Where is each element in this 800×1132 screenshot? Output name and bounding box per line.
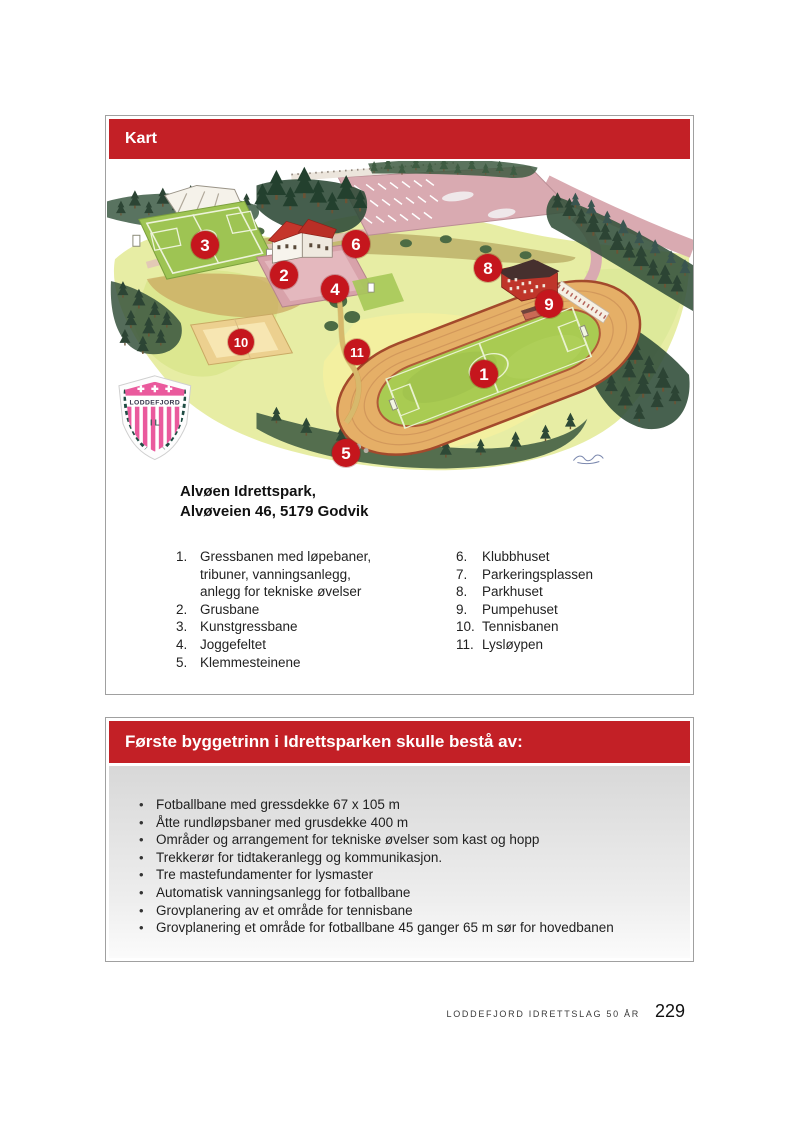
klubbhuset-building bbox=[267, 218, 337, 264]
legend-item-number: 7. bbox=[456, 566, 468, 582]
legend-item: 3. Kunstgressbane bbox=[176, 618, 456, 636]
legend-item-number: 2. bbox=[176, 601, 188, 617]
map-legend: 1. Gressbanen med løpebaner, tribuner, v… bbox=[176, 548, 593, 671]
map-marker: 6 bbox=[342, 230, 370, 258]
legend-item-text: Tennisbanen bbox=[482, 619, 559, 635]
crest-text: LODDEFJORD bbox=[130, 400, 181, 407]
byggetrinn-item: Grovplanering et område for fotballbane … bbox=[137, 919, 670, 937]
legend-item-text: Joggefeltet bbox=[200, 636, 267, 652]
byggetrinn-item: Trekkerør for tidtakeranlegg og kommunik… bbox=[137, 849, 670, 867]
byggetrinn-item: Områder og arrangement for tekniske øvel… bbox=[137, 831, 670, 849]
legend-item: 9. Pumpehuset bbox=[456, 601, 593, 619]
legend-item-number: 4. bbox=[176, 636, 188, 652]
byggetrinn-list: Fotballbane med gressdekke 67 x 105 mÅtt… bbox=[109, 766, 690, 937]
artist-signature bbox=[573, 454, 604, 465]
legend-item-number: 5. bbox=[176, 654, 188, 670]
byggetrinn-item: Tre mastefundamenter for lysmaster bbox=[137, 866, 670, 884]
legend-item-text: Klemmesteinene bbox=[200, 654, 301, 670]
legend-column-right: 6. Klubbhuset 7. Parkeringsplassen 8. Pa… bbox=[456, 548, 593, 671]
byggetrinn-title: Første byggetrinn i Idrettsparken skulle… bbox=[125, 732, 523, 751]
legend-item: 4. Joggefeltet bbox=[176, 636, 456, 654]
crest-crosses bbox=[137, 385, 173, 393]
legend-item-text: Gressbanen med løpebaner, tribuner, vann… bbox=[200, 549, 372, 600]
map-marker: 4 bbox=[321, 275, 349, 303]
legend-item: 1. Gressbanen med løpebaner, tribuner, v… bbox=[176, 548, 456, 601]
map-marker: 1 bbox=[470, 360, 498, 388]
legend-item-text: Grusbane bbox=[200, 601, 260, 617]
byggetrinn-item: Fotballbane med gressdekke 67 x 105 m bbox=[137, 796, 670, 814]
map-marker: 8 bbox=[474, 254, 502, 282]
legend-item-number: 1. bbox=[176, 549, 188, 564]
legend-item-text: Lysløypen bbox=[482, 636, 544, 652]
legend-item: 5. Klemmesteinene bbox=[176, 654, 456, 672]
legend-item: 7. Parkeringsplassen bbox=[456, 566, 593, 584]
kart-header: Kart bbox=[109, 119, 690, 159]
legend-item: 6. Klubbhuset bbox=[456, 548, 593, 566]
kart-title: Kart bbox=[125, 130, 158, 147]
map-marker: 9 bbox=[535, 290, 563, 318]
club-crest-logo: I L LODDEFJORD bbox=[118, 375, 192, 461]
crest-il-letters: I L bbox=[150, 419, 159, 428]
map-drawing: I L LODDEFJORD bbox=[107, 161, 693, 471]
map-marker: 10 bbox=[228, 329, 254, 355]
legend-item-number: 9. bbox=[456, 601, 468, 617]
map-illustration: I L LODDEFJORD 1 2 3 4 5 6 8 9 10 11 bbox=[107, 161, 693, 479]
legend-item-text: Parkeringsplassen bbox=[482, 566, 594, 582]
legend-item-text: Kunstgressbane bbox=[200, 619, 298, 635]
byggetrinn-header: Første byggetrinn i Idrettsparken skulle… bbox=[109, 721, 690, 763]
legend-item-text: Klubbhuset bbox=[482, 549, 550, 564]
byggetrinn-item: Grovplanering av et område for tennisban… bbox=[137, 902, 670, 920]
map-markers: 1 2 3 4 5 6 8 9 10 11 bbox=[107, 161, 693, 479]
legend-item-number: 11. bbox=[456, 636, 474, 652]
footer-book-title: LODDEFJORD IDRETTSLAG 50 ÅR bbox=[446, 1009, 640, 1019]
legend-item-text: Parkhuset bbox=[482, 584, 543, 600]
map-marker: 11 bbox=[344, 339, 370, 365]
map-marker: 3 bbox=[191, 231, 219, 259]
legend-column-left: 1. Gressbanen med løpebaner, tribuner, v… bbox=[176, 548, 456, 671]
byggetrinn-box: Første byggetrinn i Idrettsparken skulle… bbox=[105, 717, 694, 962]
legend-item: 8. Parkhuset bbox=[456, 583, 593, 601]
page-number: 229 bbox=[654, 1001, 685, 1021]
kart-box: Kart bbox=[105, 115, 694, 695]
joggefeltet-field bbox=[352, 273, 404, 312]
legend-item: 11. Lysløypen bbox=[456, 636, 593, 654]
byggetrinn-item: Åtte rundløpsbaner med grusdekke 400 m bbox=[137, 814, 670, 832]
legend-item-text: Pumpehuset bbox=[482, 601, 558, 617]
park-address: Alvøen Idrettspark, Alvøveien 46, 5179 G… bbox=[180, 483, 369, 520]
legend-item: 2. Grusbane bbox=[176, 601, 456, 619]
legend-item-number: 10. bbox=[456, 619, 475, 635]
legend-item-number: 6. bbox=[456, 549, 468, 564]
byggetrinn-content: Fotballbane med gressdekke 67 x 105 mÅtt… bbox=[109, 766, 690, 958]
map-marker: 5 bbox=[332, 439, 360, 467]
legend-item-number: 3. bbox=[176, 619, 188, 635]
legend-item: 10. Tennisbanen bbox=[456, 618, 593, 636]
map-marker: 2 bbox=[270, 261, 298, 289]
byggetrinn-item: Automatisk vanningsanlegg for fotballban… bbox=[137, 884, 670, 902]
page-footer: LODDEFJORD IDRETTSLAG 50 ÅR 229 bbox=[447, 1001, 685, 1022]
legend-item-number: 8. bbox=[456, 584, 468, 600]
